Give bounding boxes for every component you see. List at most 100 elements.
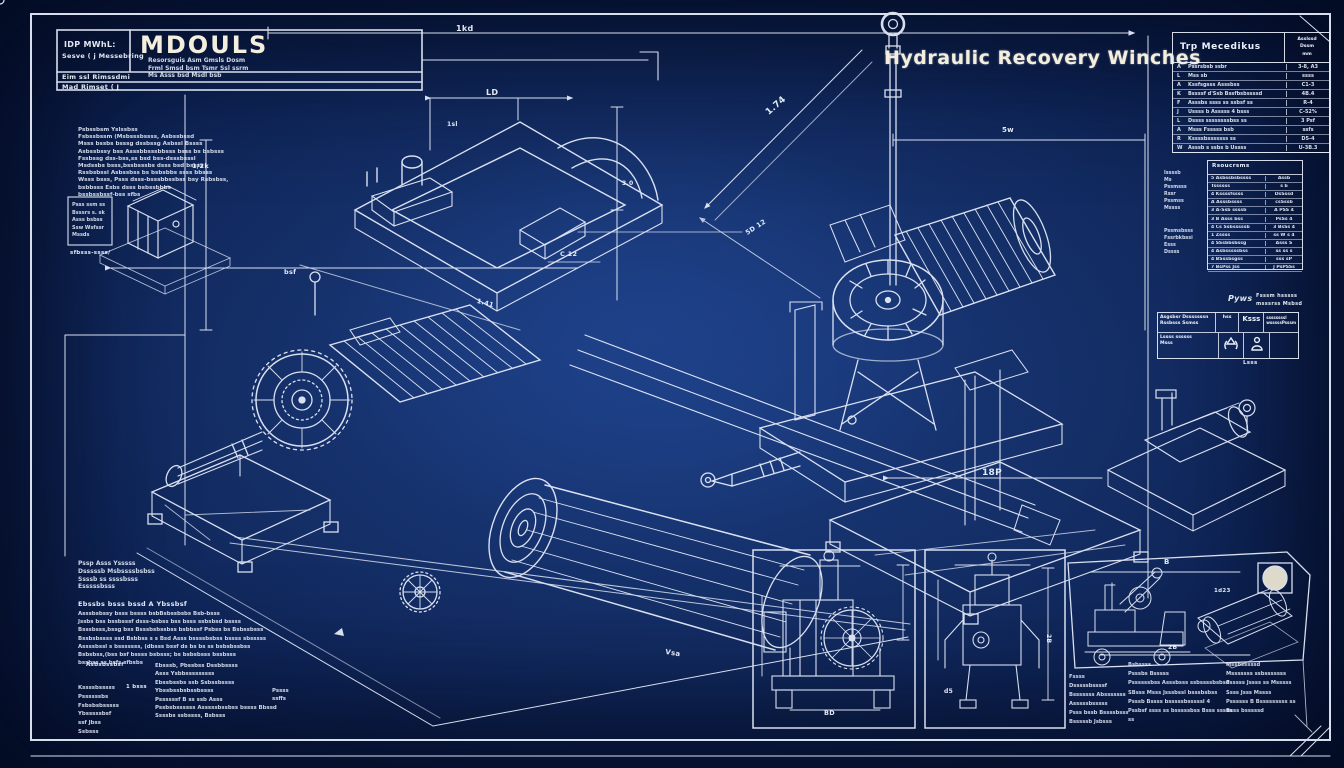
control-unit-drawing (98, 185, 232, 295)
list-item: Pssssssbss Asssbsss ssbssssbsbsd (1128, 680, 1230, 687)
list-item: Ybsssssbsf (78, 711, 112, 718)
method-row-label2: Msss (1160, 340, 1173, 346)
chassis-frame-drawing (353, 121, 664, 312)
note-line: Dsssssb Msbssssbsbss (78, 567, 155, 575)
mechanism-col2-line: mm (1302, 51, 1312, 57)
note-line: Bsssbsss,bssg bss Bsssbsbssbss bsbbssf P… (78, 627, 264, 634)
cell-name: 4 SSsbbsbssg (1211, 240, 1247, 246)
list-item: Kssssbsssss (78, 685, 115, 691)
cell-value: Assb (1265, 176, 1302, 182)
margin-label: Fssrbkbssi (1164, 236, 1193, 241)
bottom-left-block-b-title: Ebssbs bsss bssd A Ybssbsf (78, 600, 187, 608)
bottom-left-block-b: Asssbsbssy bsss bssss bsbBsbssbsbs Bsb-b… (78, 610, 266, 667)
cylinder-assembly-drawing (1197, 587, 1299, 669)
list-item: ssffs (272, 695, 286, 702)
method-caption: Pyws (1228, 294, 1253, 303)
base-diamond-outline (136, 536, 911, 727)
list-item: Msssssss ssbsssssss (1226, 671, 1287, 678)
cell-name: Asssb s ssbs b Ussss (1188, 145, 1247, 151)
cell-value: D5-4 (1286, 136, 1329, 142)
cell-value: s b (1265, 184, 1302, 190)
list-item: Asssssbsssss (1069, 701, 1108, 707)
list-item: Ssss Jsss Mssss (1226, 689, 1272, 696)
note-line: Asssbsbssy bsss bssss bsbBsbssbsbs Bsb-b… (78, 611, 220, 617)
cell-value: ssss (1286, 73, 1329, 79)
cell-name: Asssbs ssss ss ssbsf ss (1188, 100, 1253, 106)
list-item: SBsss Msss Jsssbssl bsssbsbss (1128, 689, 1218, 696)
cell-id: A (1177, 64, 1181, 70)
dim-frame-c: C 12 (560, 250, 578, 258)
cell-name: Bssssf d'Ssb Bssfbsbssssd (1188, 91, 1263, 97)
cell-value: DsSssd (1265, 192, 1302, 198)
list-item: Fsbsbsbsssss (78, 702, 119, 709)
titleblock-subtitle-line: Resorsguis Asm Gmsls Dosm (148, 57, 246, 64)
method-sub-header: ssssssssl wsssssPsssm (1263, 313, 1298, 332)
small-winch-drawing (1106, 389, 1287, 532)
cell-id: R (1177, 136, 1181, 142)
cell-name: 1 Zssss (1211, 232, 1231, 238)
cell-name: A Asssbssss (1211, 200, 1243, 206)
note-line: Ssssb ss ssssbsss (78, 575, 138, 583)
vehicle-winch-drawing (1084, 567, 1191, 666)
cell-name: 4 Cs Ssbsssssb (1211, 224, 1250, 230)
list-item: Ssbsss (78, 728, 99, 735)
method-caption-side1: Fsssm hsssss (1256, 293, 1298, 299)
recovery-winch-isometric-drawing (0, 0, 1064, 503)
cell-value: sss sP (1265, 256, 1302, 262)
mechanism-col2-line: Dssm (1299, 44, 1315, 50)
dim-frame-right: 3.0 (622, 180, 634, 187)
top-dimension-line (267, 26, 1136, 40)
cell-value: PsSs 4 (1265, 216, 1302, 222)
margin-label: Ms (1164, 178, 1172, 183)
cell-name: Kssfsgsss Asssbss (1188, 82, 1240, 88)
titleblock-model-code: IDP MWhL: (64, 40, 116, 49)
list-item: Bsss bsssssd (1226, 708, 1264, 715)
detail-circle-icon (1257, 562, 1293, 594)
control-box-frame (67, 196, 113, 246)
chassis-dimension-lines (299, 95, 624, 331)
note-line: Fssbssg dss-bss,ss bsd bss-dsssbsssl (78, 155, 196, 162)
titleblock-title: MDOULS (140, 31, 269, 59)
dim-panel-part: 1d23 (1214, 588, 1231, 594)
cell-name: Pssrsbsb ssbr (1188, 64, 1227, 70)
margin-label: Issssb (1164, 171, 1181, 176)
method-row-label1: Lssss ssssss (1160, 335, 1192, 340)
note-line: Fsbssbssm (Msbsssbssss, Asbssbssd (78, 134, 195, 141)
dim-top-length: 1kd (456, 24, 474, 33)
resources-table-title: Rsoucrsms (1208, 161, 1302, 175)
winch-dimension-lines (698, 49, 1146, 481)
cell-value: Asss S (1265, 240, 1302, 246)
cell-name: 5 Asbssbsbssss (1211, 176, 1252, 182)
resources-row: 4 SSsbbsbssg Asss S (1208, 240, 1302, 248)
cell-value: C-52% (1286, 109, 1329, 115)
dim-frame-top: LD (486, 88, 499, 97)
note-line: bssbssbssf-bss sfbs (78, 191, 141, 198)
cell-name: Msss Fsssss bsb (1188, 127, 1234, 133)
cell-name: Tssssss (1211, 184, 1230, 190)
dim-ortho-bd: BD (824, 709, 835, 717)
cell-value: ssfs (1286, 127, 1329, 133)
note-line: Rssbsbssl Asbssbss bs bsbsbbs ssss bbsss (78, 170, 213, 177)
control-box-line: Psss ssm ss (72, 202, 106, 208)
margin-label: Pssmss (1164, 199, 1184, 204)
operator-icon (1243, 333, 1269, 358)
bottom-left-col-left-note: 1 bsss (126, 684, 147, 690)
note-line: Msdssbs bsss,bssbsssbs dsss bsd bssss (78, 163, 204, 170)
list-item: ssf Jbss (78, 720, 101, 727)
